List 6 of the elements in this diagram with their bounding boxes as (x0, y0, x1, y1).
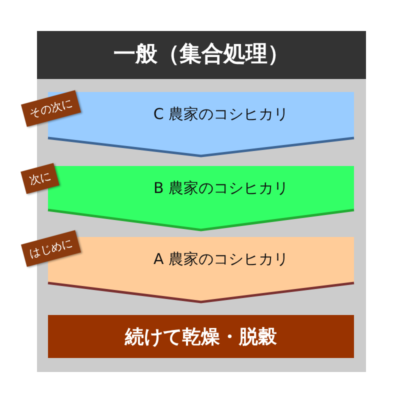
step-label: B 農家のコシヒカリ (152, 179, 290, 198)
process-bar (48, 315, 354, 358)
process-label: 続けて乾燥・脱穀 (124, 325, 278, 350)
step-label: C 農家のコシヒカリ (152, 105, 290, 124)
heading: 一般（集合処理） (112, 41, 290, 69)
step-label: A 農家のコシヒカリ (152, 250, 290, 269)
